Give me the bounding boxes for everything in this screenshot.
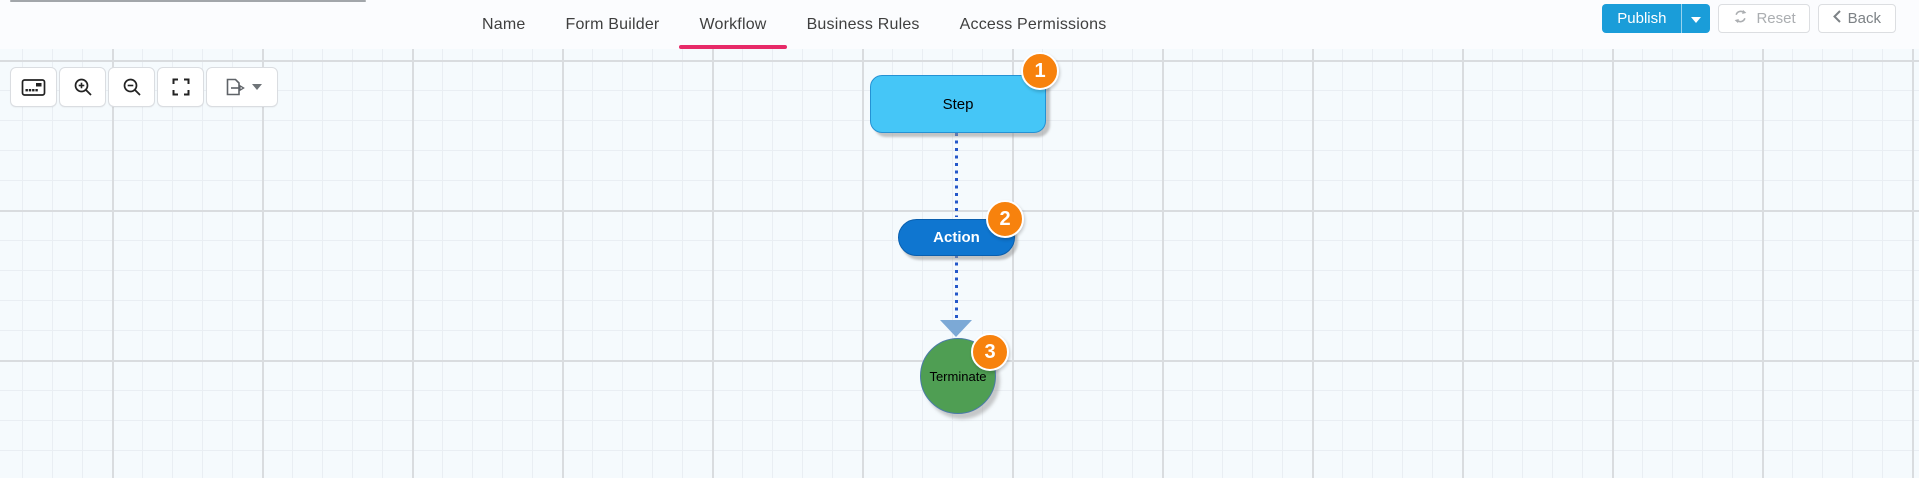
- zoom-in-icon: [73, 77, 93, 97]
- tab-workflow[interactable]: Workflow: [679, 0, 787, 49]
- back-button[interactable]: Back: [1817, 4, 1896, 33]
- zoom-in-button[interactable]: [59, 67, 106, 107]
- action-order-badge: 2: [986, 200, 1024, 238]
- step-order-badge: 1: [1021, 52, 1059, 90]
- reset-label: Reset: [1756, 10, 1796, 27]
- refresh-icon: [1732, 8, 1749, 29]
- top-navigation-bar: Name Form Builder Workflow Business Rule…: [0, 0, 1919, 49]
- chevron-left-icon: [1832, 10, 1841, 27]
- tab-form-builder[interactable]: Form Builder: [565, 15, 660, 33]
- fit-to-screen-button[interactable]: [157, 67, 204, 107]
- tab-name[interactable]: Name: [482, 15, 526, 33]
- publish-dropdown-toggle[interactable]: [1681, 4, 1711, 33]
- tab-bar: Name Form Builder Workflow Business Rule…: [482, 0, 1106, 49]
- workflow-node-step[interactable]: Step: [870, 75, 1046, 133]
- tab-business-rules[interactable]: Business Rules: [806, 15, 920, 33]
- terminate-node-label: Terminate: [929, 368, 987, 384]
- terminate-order-badge: 3: [971, 333, 1009, 371]
- canvas-toolbar: [10, 67, 278, 107]
- export-document-icon: [222, 77, 246, 97]
- horizontal-scrollbar-thumb[interactable]: [10, 0, 366, 2]
- publish-button-group: Publish: [1602, 4, 1711, 33]
- chevron-down-icon: [1691, 11, 1702, 26]
- outline-panel-icon: [21, 78, 46, 97]
- step-node-label: Step: [942, 95, 974, 113]
- outline-panel-button[interactable]: [10, 67, 57, 107]
- action-node-label: Action: [933, 229, 980, 246]
- export-button[interactable]: [206, 67, 278, 107]
- publish-button[interactable]: Publish: [1602, 4, 1682, 33]
- workflow-canvas[interactable]: Step 1 Action 2 Terminate 3: [0, 49, 1919, 478]
- back-label: Back: [1847, 10, 1881, 27]
- fit-to-screen-icon: [171, 77, 191, 97]
- tab-access-permissions[interactable]: Access Permissions: [959, 15, 1107, 33]
- zoom-out-button[interactable]: [108, 67, 155, 107]
- export-dropdown-caret-icon: [252, 84, 262, 90]
- header-actions: Publish Reset: [1602, 4, 1896, 33]
- zoom-out-icon: [122, 77, 142, 97]
- reset-button[interactable]: Reset: [1718, 4, 1810, 33]
